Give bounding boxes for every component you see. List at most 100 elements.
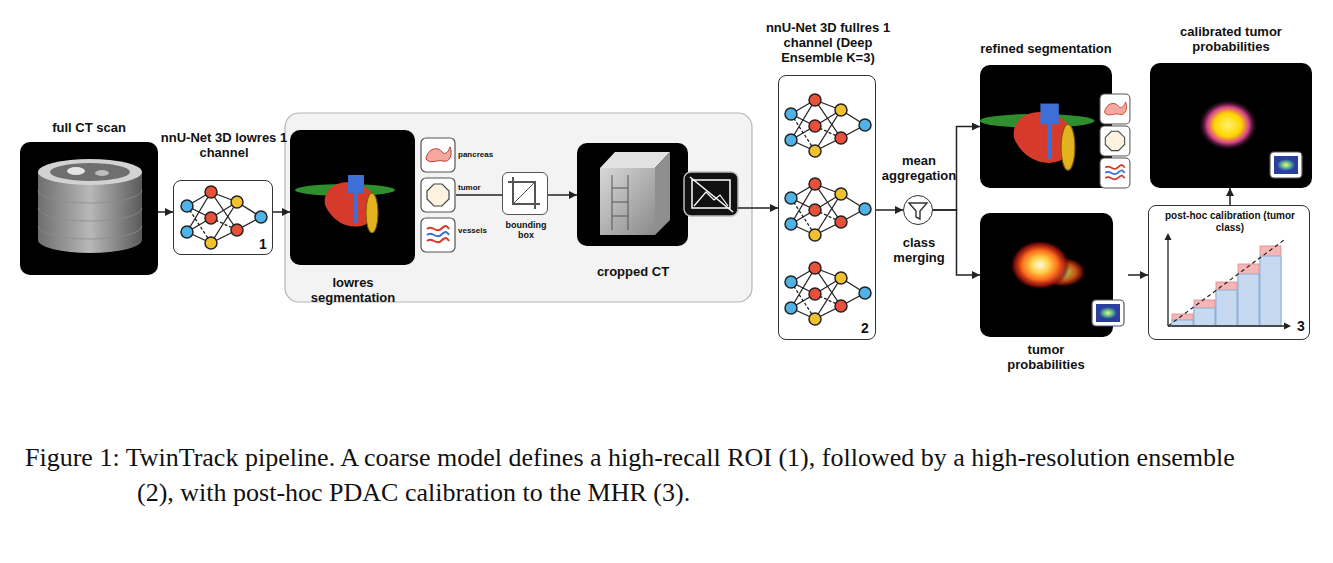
cropped-ct-image bbox=[612, 202, 628, 203]
ct-volume-image bbox=[38, 172, 142, 253]
cropped-ct-image bbox=[628, 175, 629, 230]
ensemble-box: nnU-Net 3D fullres 1 channel (Deep Ensem… bbox=[778, 75, 876, 340]
calibration-chart bbox=[1260, 256, 1281, 326]
calibrated-map-image bbox=[1150, 63, 1312, 188]
segmentation-image bbox=[290, 130, 415, 265]
segmentation-image bbox=[290, 130, 455, 265]
illustration-layer bbox=[785, 178, 871, 241]
node-label: full CT scan bbox=[48, 121, 130, 136]
calibration-chart bbox=[1238, 264, 1259, 326]
ct-volume-image bbox=[38, 190, 142, 203]
ct-volume-image bbox=[95, 170, 109, 176]
cropped-ct-image bbox=[612, 188, 628, 189]
node-label: calibrated tumor probabilities bbox=[1156, 25, 1306, 55]
image-node: calibrated tumor probabilities bbox=[1150, 63, 1312, 188]
segmentation-image bbox=[979, 104, 1094, 171]
icon-label: vessels bbox=[458, 226, 487, 235]
calibration-chart bbox=[1172, 314, 1193, 326]
calibration-chart bbox=[1194, 300, 1215, 326]
connector bbox=[158, 211, 173, 213]
node-label: class merging bbox=[879, 236, 959, 266]
cropped-ct-image bbox=[612, 175, 628, 230]
cropped-ct-image bbox=[612, 216, 628, 217]
crop-symbol bbox=[508, 177, 540, 209]
segmentation-image bbox=[1100, 126, 1130, 156]
cropped-ct-image bbox=[577, 143, 738, 246]
segmentation-image bbox=[979, 65, 1129, 188]
cropped-ct-image bbox=[655, 152, 670, 235]
node-label: post-hoc calibration (tumor class) bbox=[1155, 210, 1305, 233]
node-label: cropped CT bbox=[573, 265, 693, 280]
probability-map-image bbox=[1038, 257, 1086, 287]
segmentation-image bbox=[421, 218, 455, 252]
connector bbox=[1229, 188, 1231, 205]
ct-volume-image bbox=[20, 142, 158, 275]
probability-map-image bbox=[1010, 240, 1070, 290]
cropped-ct-image bbox=[692, 180, 730, 208]
calibrated-map-image bbox=[1150, 63, 1312, 188]
crop-symbol bbox=[508, 182, 535, 209]
segmentation-image bbox=[421, 138, 455, 172]
segmentation-image bbox=[421, 178, 455, 212]
calibration-chart bbox=[1172, 320, 1193, 326]
icon-label: tumor bbox=[458, 183, 481, 192]
probability-map-image bbox=[980, 213, 1124, 337]
connector bbox=[1128, 274, 1148, 276]
calibration-chart bbox=[1167, 236, 1168, 326]
cropped-ct-image bbox=[577, 143, 688, 246]
crop-symbol bbox=[513, 177, 540, 204]
image-node: refined segmentation bbox=[980, 65, 1132, 188]
calibration-chart bbox=[1194, 308, 1215, 326]
callout-number: 1 bbox=[256, 236, 270, 252]
probability-map-image bbox=[980, 213, 1113, 337]
illustration-layer bbox=[181, 186, 267, 249]
connector bbox=[548, 194, 577, 196]
filter-symbol bbox=[909, 203, 927, 219]
calibration-chart bbox=[1168, 325, 1288, 326]
connector bbox=[456, 194, 502, 196]
segmentation-image bbox=[1100, 158, 1130, 188]
calibration-chart bbox=[1165, 233, 1292, 330]
calibration-box: post-hoc calibration (tumor class) 3 bbox=[1148, 205, 1310, 340]
connector bbox=[738, 207, 778, 209]
illustration-layer bbox=[785, 94, 871, 157]
group-band bbox=[285, 113, 752, 302]
node-label: mean aggregation bbox=[879, 154, 959, 184]
image-node: lowres segmentation bbox=[290, 130, 456, 265]
calibration-chart bbox=[1284, 323, 1291, 330]
cropped-ct-image bbox=[600, 168, 655, 235]
cropped-ct-image bbox=[684, 172, 738, 216]
connector bbox=[273, 211, 290, 213]
calibration-chart bbox=[1165, 233, 1172, 240]
segmentation-image bbox=[1100, 94, 1130, 124]
aggregation-circle: mean aggregationclass merging bbox=[903, 195, 933, 225]
figure-caption: Figure 1: TwinTrack pipeline. A coarse m… bbox=[25, 440, 1237, 510]
ct-volume-image bbox=[38, 226, 142, 239]
image-node: cropped CT bbox=[577, 143, 738, 246]
callout-number: 3 bbox=[1294, 318, 1308, 334]
probability-map-image bbox=[1092, 300, 1124, 326]
calibration-chart bbox=[1216, 290, 1237, 326]
node-label: nnU-Net 3D lowres 1 channel bbox=[160, 131, 288, 161]
calibrated-map-image bbox=[1270, 152, 1302, 178]
calibration-chart bbox=[1168, 240, 1284, 326]
node-label: tumor probabilities bbox=[991, 343, 1101, 373]
node-label: refined segmentation bbox=[951, 42, 1141, 57]
ct-volume-image bbox=[38, 159, 142, 185]
ct-volume-image bbox=[67, 167, 85, 175]
image-node: full CT scan bbox=[20, 142, 158, 275]
calibration-chart bbox=[1238, 274, 1259, 326]
ct-volume-image bbox=[20, 142, 158, 275]
connector bbox=[933, 127, 980, 211]
cropped-ct-image bbox=[612, 175, 613, 230]
calibration-chart bbox=[1172, 256, 1281, 326]
image-node: tumor probabilities bbox=[980, 213, 1128, 337]
node-label: bounding box bbox=[500, 220, 552, 241]
calibrated-map-image bbox=[1198, 99, 1258, 151]
calibration-chart bbox=[1216, 282, 1237, 326]
cropped-ct-image bbox=[600, 152, 670, 168]
calibration-chart bbox=[1260, 246, 1281, 326]
cropped-ct-image bbox=[694, 192, 728, 206]
ct-volume-image bbox=[50, 163, 130, 181]
icon-label: pancreas bbox=[458, 150, 493, 159]
